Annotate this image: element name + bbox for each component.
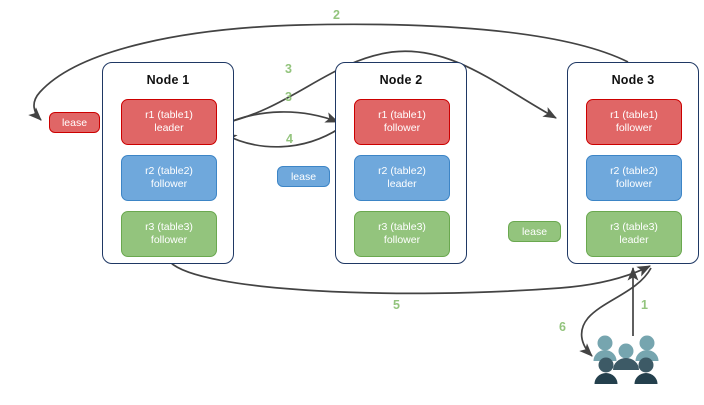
node-1-replica-r3[interactable]: r3 (table3) follower: [121, 211, 217, 257]
node-2-replica-r2-role: leader: [387, 178, 417, 190]
node-3-replica-r3-role: leader: [619, 234, 649, 246]
node-1-title: Node 1: [146, 73, 190, 87]
node-2-title: Node 2: [379, 73, 423, 87]
node-3-container[interactable]: Node 3 r1 (table1) follower r2 (table2) …: [567, 62, 699, 264]
node-3-replica-r1[interactable]: r1 (table1) follower: [586, 99, 682, 145]
step-label-2: 2: [333, 8, 340, 22]
node-1-container[interactable]: Node 1 r1 (table1) leader r2 (table2) fo…: [102, 62, 234, 264]
arrow-step-5: [169, 261, 651, 295]
node-1-replica-r1[interactable]: r1 (table1) leader: [121, 99, 217, 145]
node-2-container[interactable]: Node 2 r1 (table1) follower r2 (table2) …: [335, 62, 467, 264]
step-label-6: 6: [559, 320, 566, 334]
node-1-replica-r2[interactable]: r2 (table2) follower: [121, 155, 217, 201]
node-2-replica-r1-name: r1 (table1): [378, 109, 426, 121]
node-2-replica-r3[interactable]: r3 (table3) follower: [354, 211, 450, 257]
node-3-replica-r1-name: r1 (table1): [610, 109, 658, 121]
arrow-step-4: [223, 127, 341, 148]
node-3-replica-r2-name: r2 (table2): [610, 165, 658, 177]
node-2-replica-r2[interactable]: r2 (table2) leader: [354, 155, 450, 201]
node-3-title: Node 3: [611, 73, 655, 87]
node-3-replica-r2[interactable]: r2 (table2) follower: [586, 155, 682, 201]
node-3-replica-r3[interactable]: r3 (table3) leader: [586, 211, 682, 257]
lease-badge-r2[interactable]: lease: [277, 166, 330, 187]
step-label-4: 4: [286, 132, 293, 146]
step-label-3a: 3: [285, 62, 292, 76]
step-label-1: 1: [641, 298, 648, 312]
lease-badge-r3[interactable]: lease: [508, 221, 561, 242]
step-label-3b: 3: [285, 90, 292, 104]
lease-badge-r1[interactable]: lease: [49, 112, 100, 133]
node-1-replica-r3-name: r3 (table3): [145, 221, 193, 233]
node-3-replica-r3-name: r3 (table3): [610, 221, 658, 233]
node-1-replica-r3-role: follower: [150, 234, 188, 246]
node-1-replica-r2-role: follower: [150, 178, 188, 190]
node-2-replica-r1[interactable]: r1 (table1) follower: [354, 99, 450, 145]
node-1-replica-r2-name: r2 (table2): [145, 165, 193, 177]
node-3-replica-r1-role: follower: [615, 122, 653, 134]
step-label-5: 5: [393, 298, 400, 312]
node-1-replica-r1-role: leader: [154, 122, 184, 134]
users-icon[interactable]: [590, 334, 662, 392]
node-2-replica-r1-role: follower: [383, 122, 421, 134]
node-2-replica-r2-name: r2 (table2): [378, 165, 426, 177]
node-3-replica-r2-role: follower: [615, 178, 653, 190]
node-1-replica-r1-name: r1 (table1): [145, 109, 193, 121]
arrow-step-3-to-node2: [220, 111, 339, 127]
node-2-replica-r3-role: follower: [383, 234, 421, 246]
node-2-replica-r3-name: r3 (table3): [378, 221, 426, 233]
